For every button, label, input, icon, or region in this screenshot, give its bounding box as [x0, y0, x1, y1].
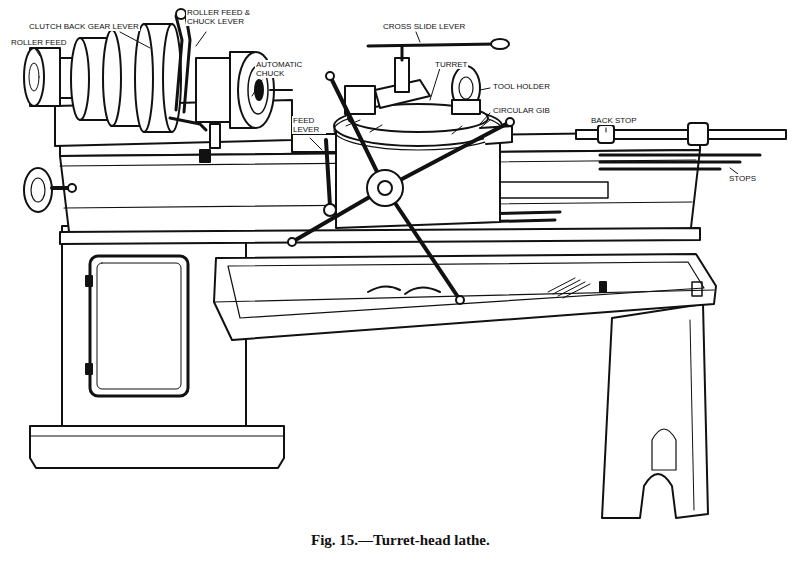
part-label: BACK STOP — [590, 116, 638, 125]
handwheel — [24, 168, 76, 212]
headstock — [24, 9, 292, 162]
back-stop — [576, 123, 786, 169]
part-label: FEED LEVER — [292, 116, 326, 134]
part-label: TOOL HOLDER — [492, 82, 551, 91]
part-label: ROLLER FEED & CHUCK LEVER — [186, 8, 266, 26]
part-label: CLUTCH BACK GEAR LEVER — [28, 22, 140, 31]
turret — [292, 39, 512, 228]
part-label: CROSS SLIDE LEVER — [382, 22, 466, 31]
capstan-wheel — [288, 72, 514, 304]
leader-line — [34, 32, 738, 174]
leg — [602, 304, 708, 518]
part-label: STOPS — [728, 174, 757, 183]
part-label: ROLLER FEED — [10, 38, 68, 47]
chip-pan — [214, 254, 716, 340]
feed-lever — [324, 140, 336, 216]
figure-caption: Fig. 15.—Turret-head lathe. — [311, 532, 490, 549]
part-label: TURRET — [434, 60, 468, 69]
part-label: CIRCULAR GIB — [492, 106, 551, 115]
part-label: AUTOMATIC CHUCK — [255, 60, 315, 78]
